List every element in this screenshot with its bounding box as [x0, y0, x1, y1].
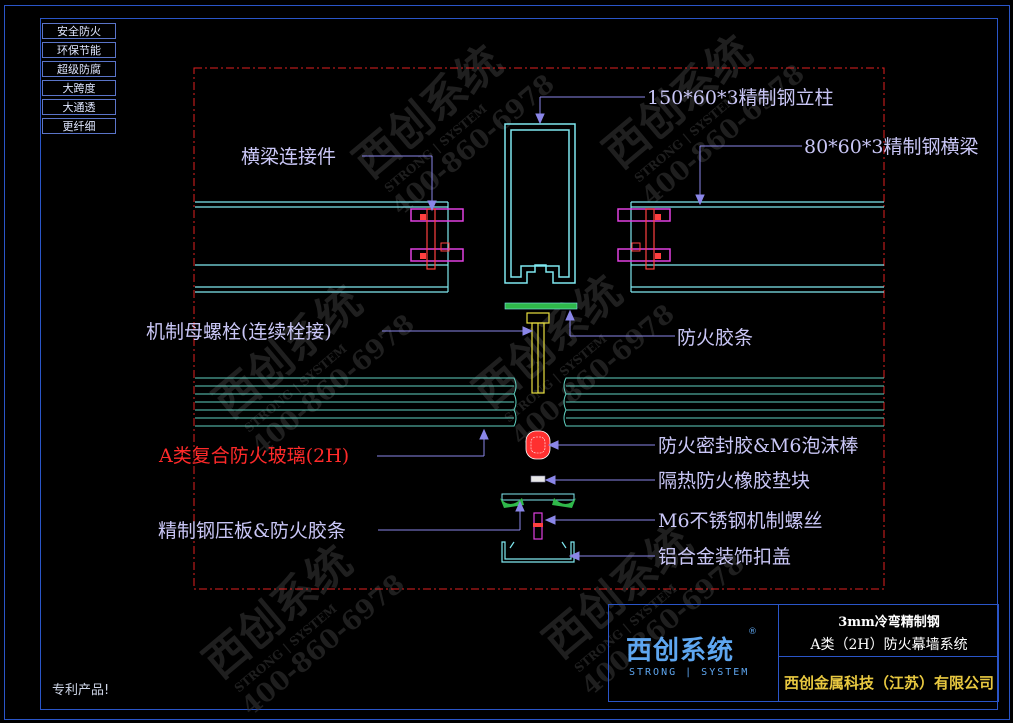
watermark: 西创系统 STRONG | SYSTEM 400-860-6978 — [194, 536, 410, 722]
watermark: 西创系统 STRONG | SYSTEM 400-860-6978 — [594, 26, 810, 212]
feature-tag: 更纤细 — [42, 118, 116, 134]
label-bolt: 机制母螺栓(连续栓接) — [146, 321, 332, 343]
title-block-divider — [778, 604, 779, 702]
title-block — [608, 604, 999, 702]
title-line-2: A类（2H）防火幕墙系统 — [810, 637, 968, 653]
label-column: 150*60*3精制钢立柱 — [647, 87, 834, 109]
inner-frame — [40, 18, 998, 710]
feature-tag-list: 安全防火 环保节能 超级防腐 大跨度 大通透 更纤细 — [42, 23, 116, 137]
label-screw: M6不锈钢机制螺丝 — [658, 510, 823, 532]
label-cover: 铝合金装饰扣盖 — [658, 546, 791, 568]
watermark: 西创系统 STRONG | SYSTEM 400-860-6978 — [344, 36, 560, 222]
m6-screw — [533, 512, 543, 540]
watermark: 西创系统 STRONG | SYSTEM 400-860-6978 — [464, 266, 680, 452]
label-fire-strip: 防火胶条 — [677, 327, 753, 349]
feature-tag: 超级防腐 — [42, 61, 116, 77]
glass-panel-right — [563, 377, 884, 427]
label-pressure-plate: 精制钢压板&防火胶条 — [158, 520, 346, 542]
foam-rod — [525, 430, 551, 460]
feature-tag: 大跨度 — [42, 80, 116, 96]
column-fire-strip — [504, 302, 578, 310]
label-pad: 隔热防火橡胶垫块 — [658, 470, 810, 492]
leader-lines — [362, 96, 802, 561]
title-line-1: 3mm冷弯精制钢 — [838, 615, 940, 630]
rubber-pad — [530, 475, 546, 483]
transom-connector-right — [617, 208, 671, 270]
watermark: 西创系统 STRONG | SYSTEM 400-860-6978 — [204, 276, 420, 462]
feature-tag: 大通透 — [42, 99, 116, 115]
transom-right — [630, 201, 884, 293]
brand-logo: 西创系统 — [626, 636, 735, 666]
label-glass: A类复合防火玻璃(2H) — [158, 445, 349, 467]
company-name: 西创金属科技（江苏）有限公司 — [783, 674, 994, 692]
label-sealant: 防火密封胶&M6泡沫棒 — [658, 435, 858, 457]
cover-cap — [501, 541, 575, 563]
patent-note: 专利产品! — [52, 683, 110, 698]
drawing-boundary — [193, 67, 885, 590]
steel-column — [504, 123, 576, 284]
registered-mark: ® — [748, 627, 757, 637]
glass-panel-left — [195, 377, 517, 427]
pressure-plate — [500, 493, 576, 508]
feature-tag: 安全防火 — [42, 23, 116, 39]
feature-tag: 环保节能 — [42, 42, 116, 58]
title-block-divider — [778, 656, 999, 657]
nut-bolt — [526, 312, 550, 394]
transom-connector-left — [410, 208, 464, 270]
transom-left — [195, 201, 449, 293]
brand-logo-sub: STRONG | SYSTEM — [629, 667, 750, 678]
label-connector: 横梁连接件 — [241, 146, 336, 168]
label-beam: 80*60*3精制钢横梁 — [804, 136, 978, 158]
outer-frame — [4, 5, 1010, 720]
